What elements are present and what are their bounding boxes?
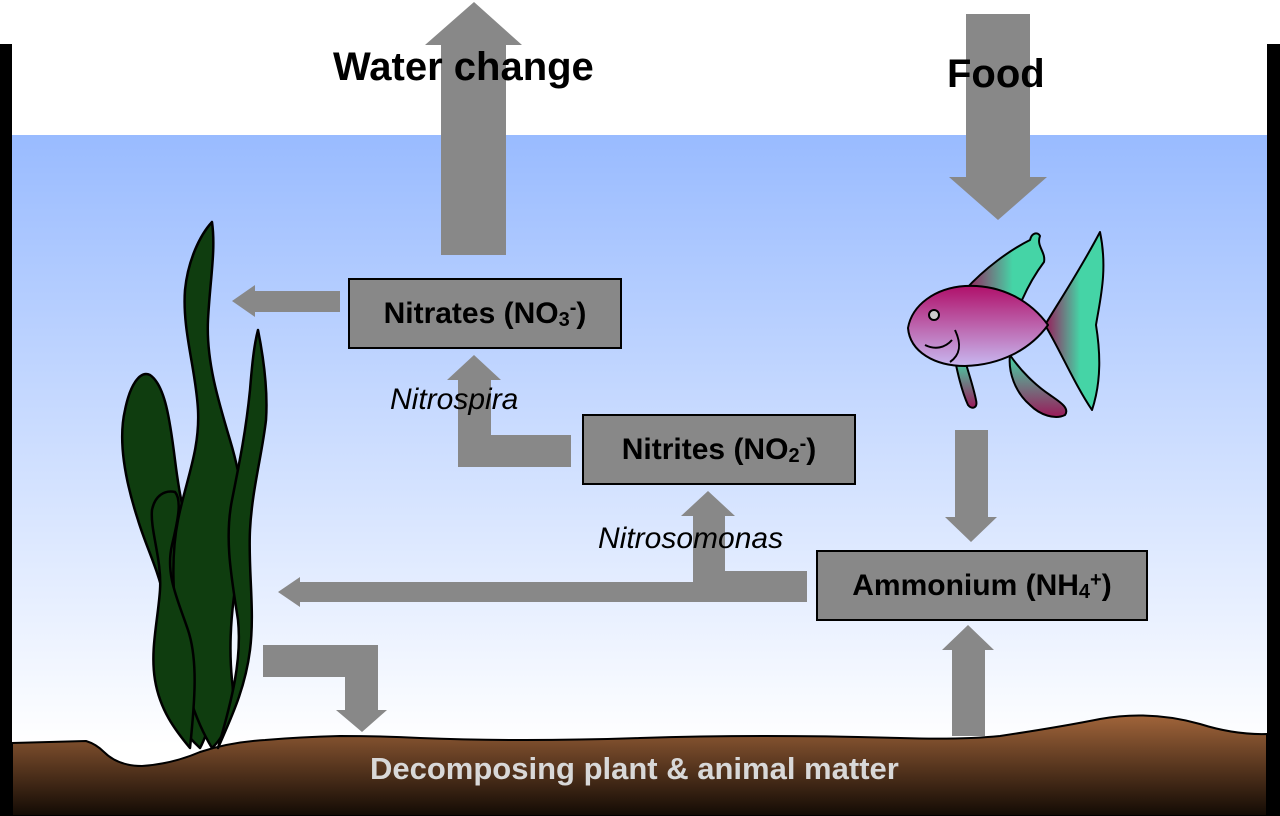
nitrosomonas-label: Nitrosomonas [598,522,784,555]
nitrites-close: ) [806,432,817,466]
fish-icon [907,231,1105,418]
arrow-water-change [425,2,522,255]
flow-arrows [232,2,1047,736]
tank-right-wall [1267,44,1280,816]
ammonium-text: Ammonium (NH [852,568,1079,602]
arrow-to-ground [263,645,387,732]
decomposing-matter-label: Decomposing plant & animal matter [370,751,899,786]
arrow-fish-to-ammonium [945,430,997,542]
arrow-ground-to-ammonium [942,625,994,736]
food-label: Food [947,52,1045,96]
nitrospira-label: Nitrospira [390,383,519,416]
ammonium-close: ) [1101,568,1112,602]
nitrates-text: Nitrates (NO [383,296,559,330]
arrow-ammonium-to-plant-and-nitrites [278,491,807,607]
water-change-label: Water change [333,45,594,89]
nitrates-close: ) [576,296,587,330]
nitrites-text: Nitrites (NO [621,432,789,466]
arrow-nitrites-to-nitrates [447,355,571,467]
arrow-food [949,14,1047,220]
arrow-nitrates-to-plant [232,285,340,317]
seaweed-icon [120,220,268,750]
substrate [11,714,1268,816]
tank-left-wall [0,44,12,816]
